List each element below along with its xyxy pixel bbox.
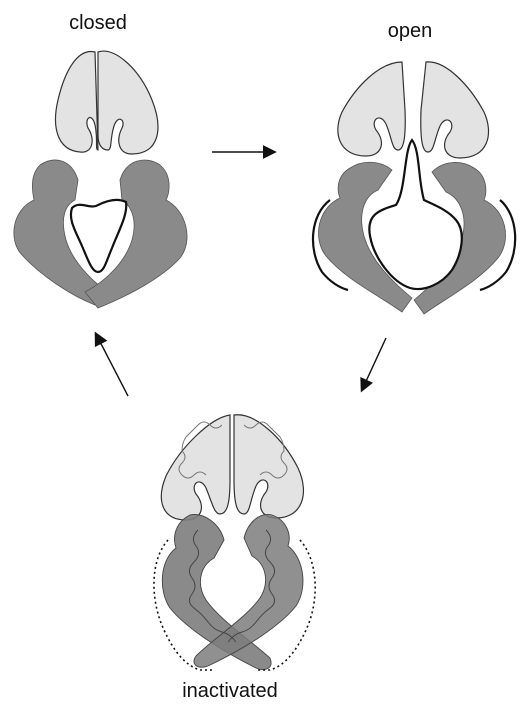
closed-state-figure [14, 51, 187, 308]
open-upper-left-lobe [338, 62, 405, 156]
open-state-figure [313, 62, 515, 314]
arrow-inactivated-to-closed [96, 334, 128, 396]
open-central-cavity [369, 140, 461, 289]
inactivated-upper-left-lobe [161, 415, 230, 520]
arrow-open-to-inactivated [362, 338, 386, 390]
inactivated-state-figure [154, 415, 315, 670]
closed-upper-right-lobe [98, 51, 158, 154]
open-upper-right-lobe [421, 62, 489, 158]
closed-central-cavity [71, 200, 126, 272]
inactivated-upper-right-lobe [234, 415, 303, 518]
closed-upper-left-lobe [56, 52, 98, 153]
